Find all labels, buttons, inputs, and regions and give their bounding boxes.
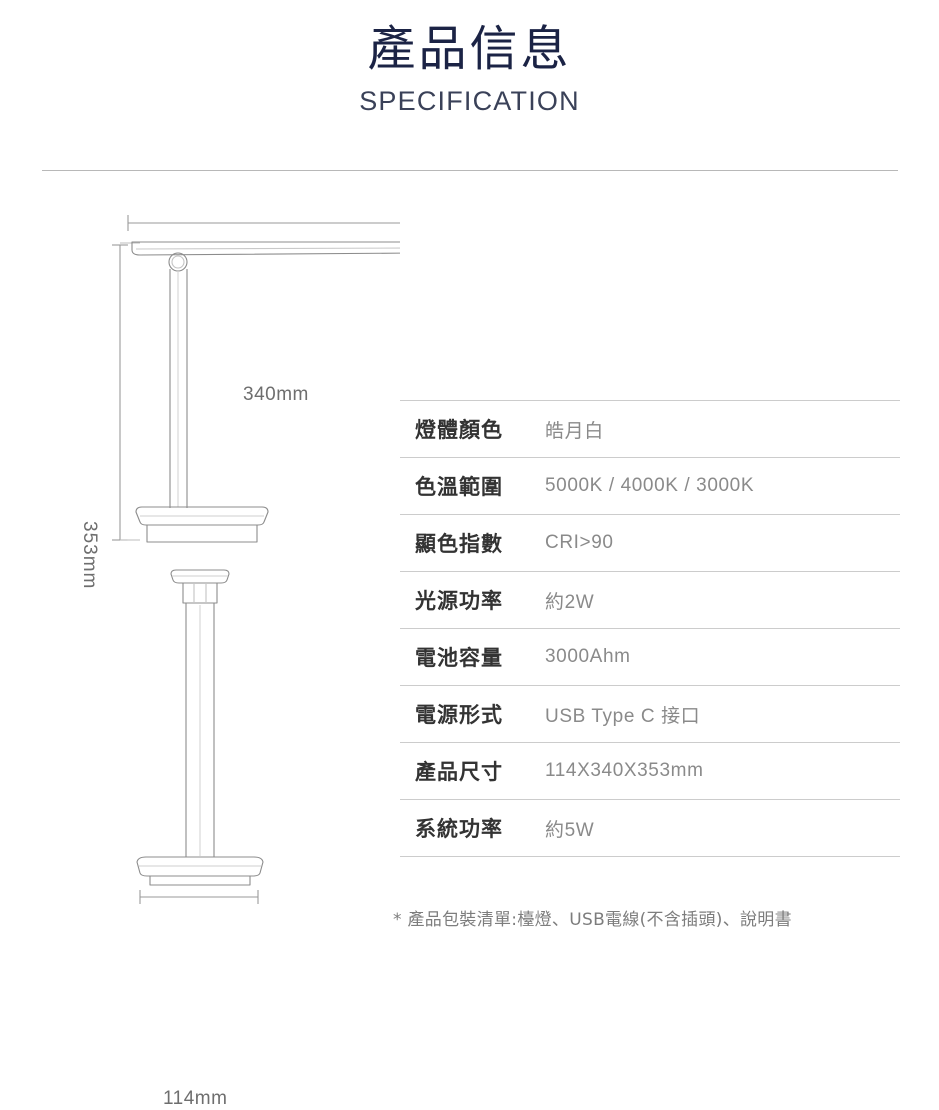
table-row: 電源形式 USB Type C 接口 (400, 685, 900, 742)
product-dimension-diagram: 340mm 353mm 114mm (0, 185, 400, 1109)
side-view-arm (169, 269, 188, 508)
spec-value: 約2W (545, 591, 595, 613)
front-view-post (185, 603, 215, 857)
side-view-base (135, 506, 269, 543)
depth-dimension-label: 114mm (163, 1088, 228, 1109)
specification-table: 燈體顏色 皓月白 色溫範圍 5000K / 4000K / 3000K 顯色指數… (400, 400, 900, 857)
spec-label: 電池容量 (415, 646, 503, 670)
table-row: 產品尺寸 114X340X353mm (400, 742, 900, 799)
spec-value: USB Type C 接口 (545, 705, 701, 727)
page-title-english: SPECIFICATION (359, 86, 580, 116)
spec-value: 5000K / 4000K / 3000K (545, 475, 755, 496)
table-row: 光源功率 約2W (400, 571, 900, 628)
table-row: 系統功率 約5W (400, 799, 900, 857)
front-view-head-cap (170, 569, 230, 584)
depth-dimension-line (139, 890, 259, 904)
width-dimension-line (127, 215, 400, 231)
spec-value: CRI>90 (545, 532, 614, 553)
spec-value: 皓月白 (545, 420, 604, 442)
spec-label: 燈體顏色 (415, 418, 503, 442)
packing-list-footnote: * 產品包裝清單:檯燈、USB電線(不含插頭)、說明書 (393, 910, 792, 930)
front-view-base (136, 856, 264, 886)
spec-value: 114X340X353mm (545, 760, 704, 781)
table-row: 電池容量 3000Ahm (400, 628, 900, 685)
lamp-technical-drawing (112, 215, 400, 904)
spec-value: 約5W (545, 819, 595, 841)
table-row: 色溫範圍 5000K / 4000K / 3000K (400, 457, 900, 514)
height-dimension-line (112, 242, 140, 541)
front-view-bracket (182, 582, 218, 604)
header-divider (42, 170, 898, 171)
table-row: 顯色指數 CRI>90 (400, 514, 900, 571)
height-dimension-label: 353mm (79, 521, 100, 590)
spec-label: 系統功率 (415, 817, 503, 841)
spec-label: 電源形式 (415, 703, 503, 727)
side-view-pivot-joint (168, 252, 188, 272)
spec-value: 3000Ahm (545, 646, 631, 667)
table-row: 燈體顏色 皓月白 (400, 400, 900, 457)
page-header: 產品信息 SPECIFICATION (0, 0, 939, 118)
width-dimension-label: 340mm (243, 384, 309, 405)
page-title-chinese: 產品信息 (367, 21, 572, 77)
spec-label: 產品尺寸 (415, 760, 503, 784)
spec-label: 顯色指數 (415, 532, 503, 556)
spec-label: 光源功率 (415, 589, 503, 613)
spec-label: 色溫範圍 (415, 475, 503, 499)
side-view-lamp-head (131, 241, 400, 256)
